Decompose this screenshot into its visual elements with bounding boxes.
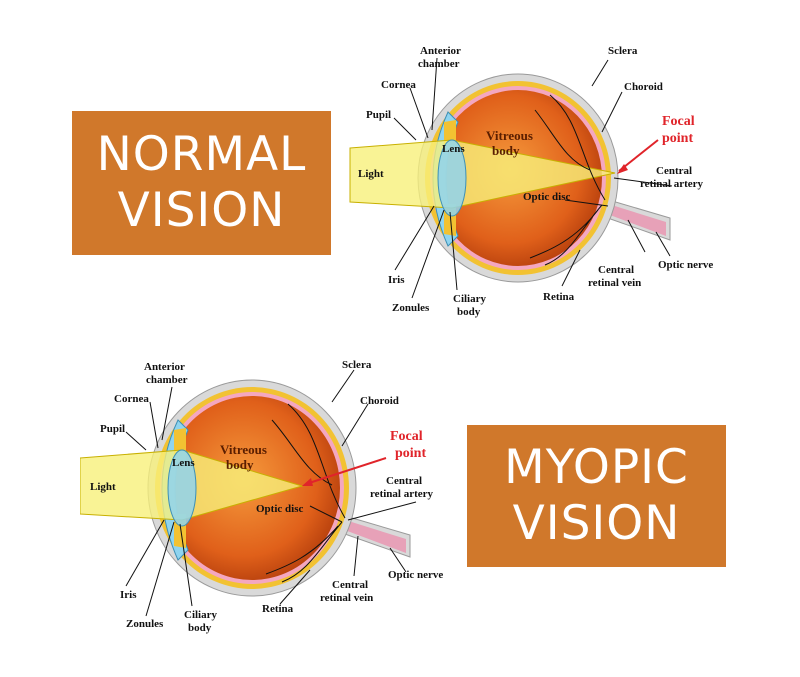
label-retina: Retina [262, 603, 294, 615]
label-light: Light [358, 168, 384, 180]
label-anterior-chamber-1: Anterior [420, 45, 461, 57]
label-focal-point-2: point [662, 131, 693, 146]
label-focal-point-1: Focal [390, 429, 423, 444]
label-iris: Iris [388, 274, 405, 286]
label-focal-point-1: Focal [662, 114, 695, 129]
focal-point-arrowhead [617, 164, 628, 174]
label-sclera: Sclera [608, 45, 638, 57]
retinal-vessels [529, 94, 606, 266]
normal-vision-title: NORMAL VISION [72, 111, 331, 255]
label-central-retinal-artery-1: Central [386, 475, 422, 487]
normal-vision-title-line-1: NORMAL [96, 127, 307, 182]
myopic-vision-title: MYOPIC VISION [467, 425, 726, 567]
label-ciliary-body-2: body [457, 306, 481, 318]
label-focal-point-2: point [395, 446, 426, 461]
label-optic-disc: Optic disc [256, 503, 303, 515]
label-lens: Lens [172, 457, 195, 469]
label-vitreous-body-2: body [226, 457, 254, 472]
label-ciliary-body-1: Ciliary [453, 293, 486, 305]
normal-vision-title-line-2: VISION [117, 183, 286, 238]
label-zonules: Zonules [126, 618, 164, 630]
optic-nerve [602, 202, 666, 236]
focal-point-arrow [305, 457, 387, 485]
lens [167, 449, 197, 527]
normal-eye-diagram: Anterior chamber Cornea Pupil Lens Light… [349, 45, 713, 318]
label-ciliary-body-1: Ciliary [184, 609, 217, 621]
label-zonules: Zonules [392, 302, 430, 314]
label-vitreous-body-2: body [492, 143, 520, 158]
label-iris: Iris [120, 589, 137, 601]
label-optic-nerve: Optic nerve [658, 259, 713, 271]
label-anterior-chamber-1: Anterior [144, 361, 185, 373]
label-cornea: Cornea [381, 79, 416, 91]
label-optic-disc: Optic disc [523, 191, 570, 203]
label-vitreous-body-1: Vitreous [220, 442, 267, 457]
focal-point-arrow [618, 139, 659, 172]
label-optic-nerve: Optic nerve [388, 569, 443, 581]
myopic-vision-title-line-1: MYOPIC [504, 440, 689, 495]
label-anterior-chamber-2: chamber [418, 58, 460, 70]
label-central-retinal-artery-2: retinal artery [370, 488, 434, 500]
label-light: Light [90, 481, 116, 493]
label-central-retinal-vein-1: Central [598, 264, 634, 276]
label-central-retinal-vein-2: retinal vein [320, 592, 373, 604]
lens [437, 139, 467, 217]
label-lens: Lens [442, 143, 465, 155]
label-choroid: Choroid [360, 395, 399, 407]
label-retina: Retina [543, 291, 575, 303]
label-central-retinal-artery-1: Central [656, 165, 692, 177]
label-ciliary-body-2: body [188, 622, 212, 634]
light-beam [349, 139, 616, 209]
retinal-vessels [265, 403, 346, 583]
label-pupil: Pupil [366, 109, 391, 121]
label-central-retinal-vein-2: retinal vein [588, 277, 641, 289]
label-choroid: Choroid [624, 81, 663, 93]
label-central-retinal-artery-2: retinal artery [640, 178, 704, 190]
label-vitreous-body-1: Vitreous [486, 128, 533, 143]
optic-nerve [342, 519, 406, 553]
label-sclera: Sclera [342, 359, 372, 371]
myopic-eye-diagram: Anterior chamber Cornea Pupil Lens Light… [80, 359, 443, 634]
focal-point-arrowhead [302, 478, 313, 486]
label-cornea: Cornea [114, 393, 149, 405]
label-central-retinal-vein-1: Central [332, 579, 368, 591]
myopic-vision-title-line-2: VISION [512, 496, 681, 551]
label-pupil: Pupil [100, 423, 125, 435]
label-anterior-chamber-2: chamber [146, 374, 188, 386]
